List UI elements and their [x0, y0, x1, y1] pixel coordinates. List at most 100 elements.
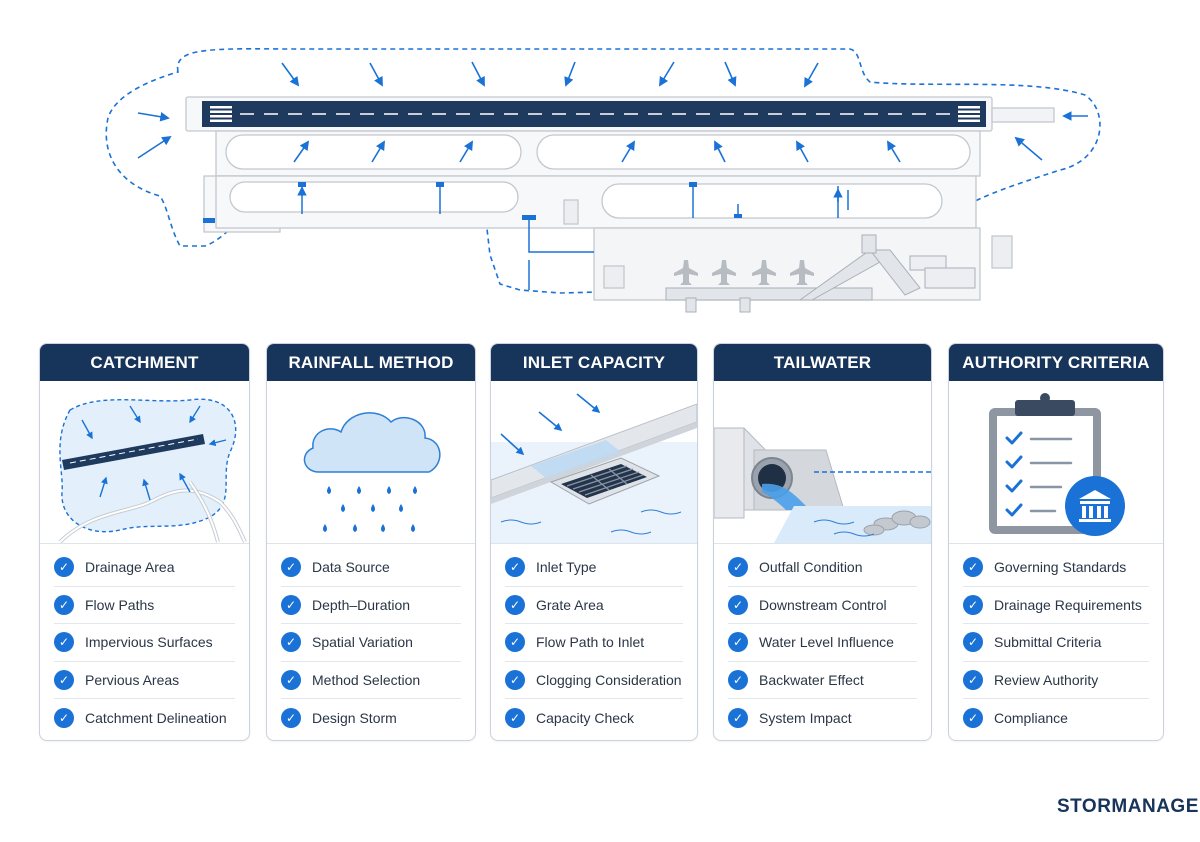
list-item-label: Catchment Delineation: [85, 709, 227, 726]
list-item: ✓ Drainage Requirements: [963, 587, 1149, 625]
card-catchment: CATCHMENT ✓ Drainage Area: [39, 343, 250, 741]
check-icon: ✓: [963, 557, 983, 578]
list-item-label: Spatial Variation: [312, 634, 413, 651]
catchment-boundary: [105, 48, 1101, 294]
outfall-pipe-icon: [714, 382, 931, 544]
list-item: ✓Method Selection: [281, 662, 461, 700]
check-icon: ✓: [281, 632, 301, 653]
terminal-apron: [665, 234, 976, 313]
list-item: ✓ Design Storm: [281, 699, 461, 736]
check-icon: ✓: [505, 557, 525, 578]
check-icon: ✓: [963, 670, 983, 691]
list-item: ✓ Backwater Effect: [728, 662, 917, 700]
list-item: ✓ Clogging Consideration: [505, 662, 683, 700]
list-item: ✓ Depth–Duration: [281, 587, 461, 625]
clipboard-authority-icon: [949, 382, 1163, 544]
list-item: ✓ Governing Standards: [963, 549, 1149, 587]
checklist: ✓ Outfall Condition ✓ Downstream Control ✓…: [728, 549, 917, 736]
list-item-label: Data Source: [312, 559, 390, 576]
list-item: ✓ Flow Paths: [54, 587, 235, 625]
rain-cloud-icon: [267, 382, 475, 544]
flow-arrows: [137, 61, 1088, 202]
check-icon: ✓: [54, 670, 74, 691]
list-item: ✓ Review Authority: [963, 662, 1149, 700]
list-item-label: Governing Standards: [994, 559, 1127, 576]
checklist: ✓ Inlet Type ✓ Grate Area ✓ Flow Path to In…: [505, 549, 683, 736]
card-rainfall-method: RAINFALL METHOD ✓ Data Source ✓ Depth–Dura…: [266, 343, 476, 741]
list-item-label: Submittal Criteria: [994, 634, 1102, 651]
check-icon: ✓: [728, 707, 748, 728]
list-item-label: Method Selection: [312, 672, 421, 689]
list-item: ✓ Downstream Control: [728, 587, 917, 625]
card-title: RAINFALL METHOD: [267, 344, 475, 381]
list-item-label: Water Level Influence: [759, 634, 894, 651]
check-icon: ✓: [54, 557, 74, 578]
check-icon: ✓: [505, 594, 525, 615]
list-item-label: Backwater Effect: [759, 672, 864, 689]
card-title: TAILWATER: [714, 344, 931, 381]
list-item-label: Review Authority: [994, 672, 1099, 689]
list-item-label: Pervious Areas: [85, 672, 180, 689]
card-inlet-capacity: INLET CAPACITY: [490, 343, 698, 741]
list-item: ✓ Data Source: [281, 549, 461, 587]
list-item: ✓ Drainage Area: [54, 549, 235, 587]
check-icon: ✓: [728, 594, 748, 615]
checklist: ✓ Data Source ✓ Depth–Duration ✓ Spatial Va…: [281, 549, 461, 736]
list-item: ✓Compliance: [963, 699, 1149, 736]
card-title: CATCHMENT: [40, 344, 249, 381]
list-item: ✓Catchment Delineation: [54, 699, 235, 736]
list-item-label: Design Storm: [312, 709, 397, 726]
grate-inlet-icon: [491, 382, 697, 544]
list-item-label: Inlet Type: [536, 559, 597, 576]
list-item-label: System Impact: [759, 709, 852, 726]
list-item-label: Drainage Requirements: [994, 596, 1142, 613]
list-item: ✓ Submittal Criteria: [963, 624, 1149, 662]
check-icon: ✓: [281, 557, 301, 578]
list-item-label: Clogging Consideration: [536, 672, 682, 689]
card-title: AUTHORITY CRITERIA: [949, 344, 1163, 381]
list-item: ✓ Spatial Variation: [281, 624, 461, 662]
checklist: ✓ Governing Standards ✓ Drainage Requireme…: [963, 549, 1149, 736]
card-authority-criteria: AUTHORITY CRITERIA: [948, 343, 1164, 741]
list-item-label: Grate Area: [536, 596, 604, 613]
list-item: ✓ Impervious Surfaces: [54, 624, 235, 662]
catchment-map-icon: [40, 382, 249, 544]
list-item-label: Flow Path to Inlet: [536, 634, 645, 651]
check-icon: ✓: [281, 707, 301, 728]
check-icon: ✓: [505, 707, 525, 728]
checklist: ✓ Drainage Area ✓ Flow Paths ✓ Impervious S…: [54, 549, 235, 736]
list-item: ✓ Capacity Check: [505, 699, 683, 736]
list-item: ✓ Water Level Influence: [728, 624, 917, 662]
check-icon: ✓: [963, 632, 983, 653]
card-title: INLET CAPACITY: [491, 344, 697, 381]
list-item-label: Downstream Control: [759, 596, 887, 613]
brand-logo: STORMANAGE: [1057, 796, 1199, 817]
list-item-label: Depth–Duration: [312, 596, 411, 613]
list-item-label: Impervious Surfaces: [85, 634, 213, 651]
check-icon: ✓: [54, 632, 74, 653]
list-item-label: Drainage Area: [85, 559, 175, 576]
check-icon: ✓: [728, 670, 748, 691]
check-icon: ✓: [505, 632, 525, 653]
list-item: ✓ Inlet Type: [505, 549, 683, 587]
list-item: ✓ System Impact: [728, 699, 917, 736]
check-icon: ✓: [963, 594, 983, 615]
list-item-label: Outfall Condition: [759, 559, 863, 576]
list-item-label: Flow Paths: [85, 596, 155, 613]
runway: [202, 101, 986, 127]
card-tailwater: TAILWATER ✓ Outfall Condition ✓ Downstream…: [713, 343, 932, 741]
check-icon: ✓: [54, 594, 74, 615]
drainage-inlets: [203, 182, 742, 223]
check-icon: ✓: [505, 670, 525, 691]
check-icon: ✓: [728, 632, 748, 653]
airport-drainage-plan: [105, 48, 1101, 313]
check-icon: ✓: [281, 594, 301, 615]
aircraft-icons: [674, 260, 814, 285]
list-item: ✓ Pervious Areas: [54, 662, 235, 700]
list-item-label: Capacity Check: [536, 709, 635, 726]
list-item: ✓ Grate Area: [505, 587, 683, 625]
check-icon: ✓: [963, 707, 983, 728]
list-item: ✓ Outfall Condition: [728, 549, 917, 587]
list-item: ✓ Flow Path to Inlet: [505, 624, 683, 662]
check-icon: ✓: [728, 557, 748, 578]
